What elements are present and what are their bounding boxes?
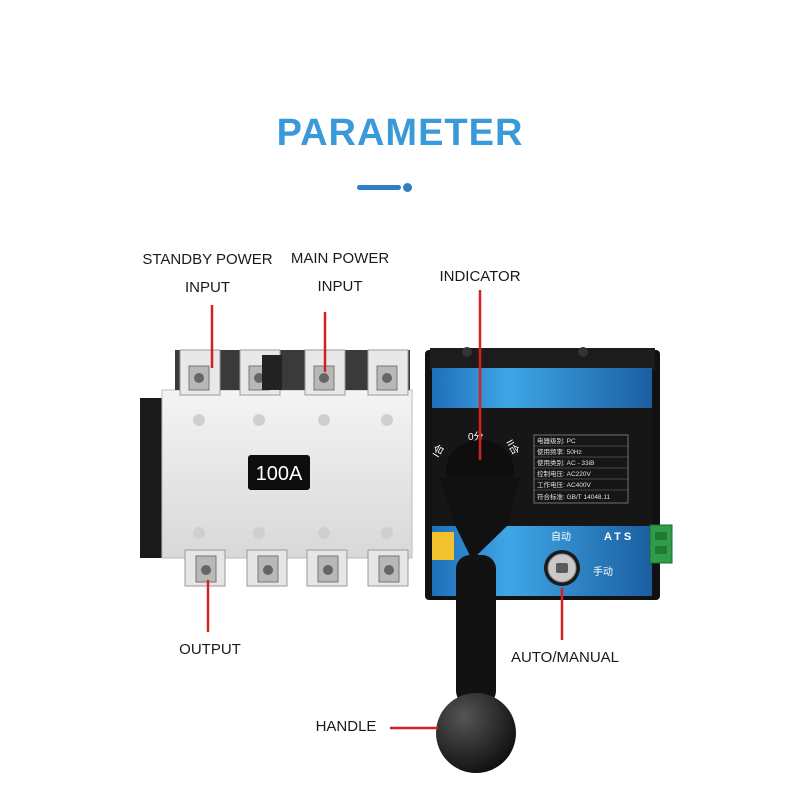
top-terminals <box>179 349 409 396</box>
label-handle: HANDLE <box>315 718 377 735</box>
spec-row: 电器级别: PC <box>537 436 576 445</box>
terminal-bottom-1 <box>184 549 226 587</box>
label-standby-line2: INPUT <box>185 279 230 296</box>
control-terminal-block <box>649 524 673 564</box>
side-plate <box>140 398 162 558</box>
terminal-bottom-3 <box>306 549 348 587</box>
label-main-power: MAIN POWER INPUT <box>280 245 400 301</box>
terminal-bottom-4 <box>367 549 409 587</box>
label-standby-power: STANDBY POWER INPUT <box>125 246 290 302</box>
label-main-line1: MAIN POWER <box>290 250 390 267</box>
key-switch <box>544 550 580 586</box>
spec-table: 电器级别: PC 使用频率: 50Hz 使用类别: AC - 33iB 控制电压… <box>533 434 629 504</box>
label-standby-line1: STANDBY POWER <box>142 251 273 268</box>
warning-block <box>432 532 454 560</box>
controller-top-cap <box>430 348 655 370</box>
title-underline <box>357 185 401 190</box>
rating-text: 100A <box>256 463 303 485</box>
terminal-top-4 <box>367 349 409 396</box>
terminal-bottom-2 <box>246 549 288 587</box>
spec-row: 控制电压: AC220V <box>537 469 591 478</box>
label-auto-manual: AUTO/MANUAL <box>510 649 620 666</box>
title-dot <box>403 183 412 192</box>
brand-label: ATS <box>604 531 634 543</box>
terminal-top-1 <box>179 349 221 396</box>
page-title: PARAMETER <box>276 112 524 154</box>
spec-row: 使用频率: 50Hz <box>537 447 582 456</box>
manual-label: 手动 <box>593 565 613 578</box>
label-output: OUTPUT <box>179 641 241 658</box>
label-main-line2: INPUT <box>317 278 363 295</box>
spec-row: 使用类别: AC - 33iB <box>537 458 594 467</box>
handle-shape <box>436 440 520 773</box>
bottom-terminals <box>184 549 409 587</box>
rating-plate <box>248 455 310 490</box>
spec-row: 符合标准: GB/T 14048.11 <box>537 492 610 501</box>
wire-connector <box>262 355 282 390</box>
auto-label: 自动 <box>551 530 571 543</box>
spec-row: 工作电压: AC400V <box>537 480 591 489</box>
label-indicator: INDICATOR <box>439 268 521 285</box>
